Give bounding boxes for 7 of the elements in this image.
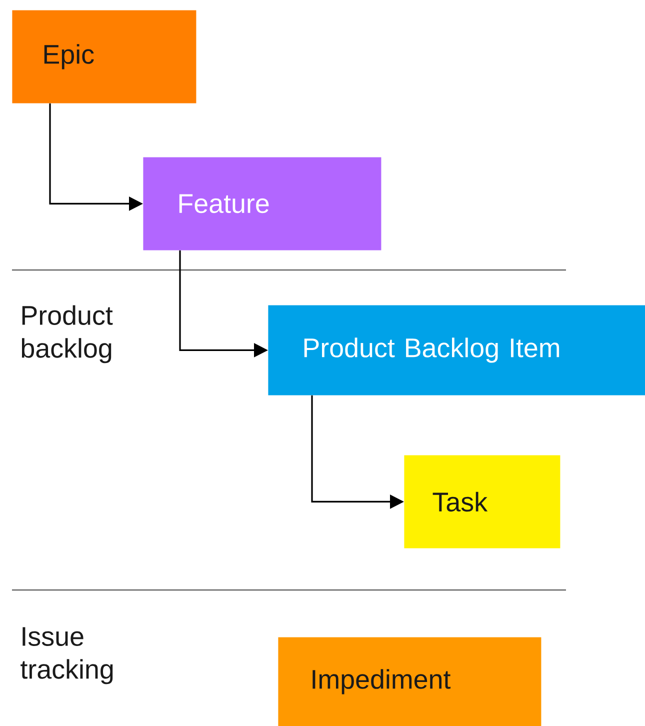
- work-item-box: Impediment: [278, 637, 542, 726]
- work-item-box: Epic: [12, 10, 196, 104]
- work-item-box: Task: [404, 455, 560, 548]
- work-item-box: Feature: [143, 157, 382, 250]
- work-item-box: Product Backlog Item: [268, 305, 645, 396]
- section-label: Product backlog: [22, 305, 113, 364]
- section-label: Issue tracking: [20, 627, 113, 684]
